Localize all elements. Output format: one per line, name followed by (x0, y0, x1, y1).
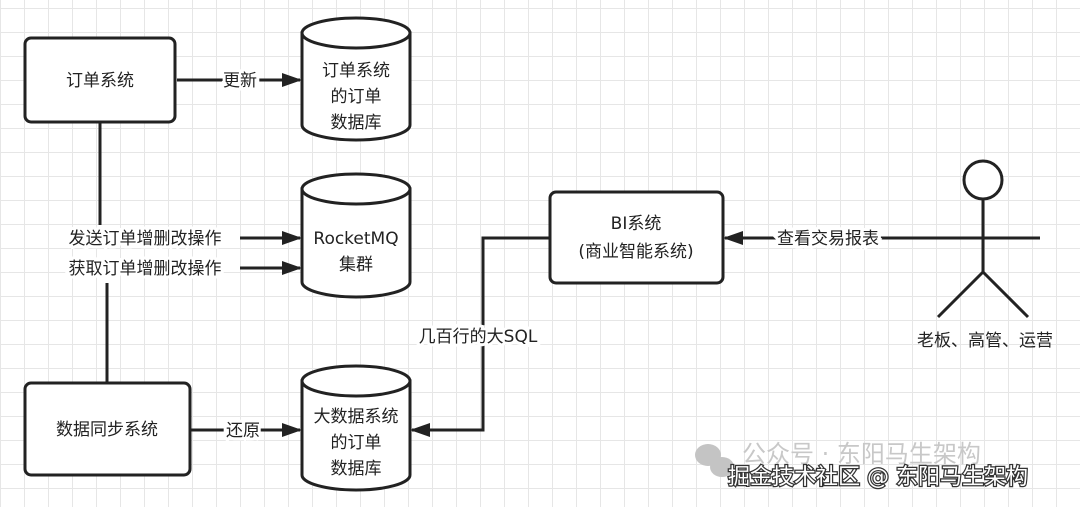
edge-restore-label: 还原 (226, 421, 260, 441)
order-system-box (23, 36, 177, 124)
watermark-wechat: 公众号 · 东阳马生架构 (742, 440, 981, 468)
bigdata-db-label-1: 大数据系统 (314, 407, 399, 427)
edge-send-label: 发送订单增删改操作 (69, 229, 222, 249)
sync-system-box (23, 381, 192, 477)
edge-fetch-label: 获取订单增删改操作 (69, 259, 222, 279)
actor-icon (930, 159, 1040, 319)
edge-sql-label: 几百行的大SQL (419, 327, 538, 347)
bigdata-db-label-2: 的订单 (331, 433, 382, 453)
bi-label-1: BI系统 (611, 214, 662, 234)
bi-label-2: (商业智能系统) (578, 242, 693, 262)
order-system-label: 订单系统 (66, 71, 134, 91)
order-db-label-3: 数据库 (331, 113, 382, 133)
mq-label-2: 集群 (339, 255, 373, 275)
sync-system-label: 数据同步系统 (56, 420, 158, 440)
edge-sql (410, 236, 550, 437)
mq-label-1: RocketMQ (313, 229, 398, 249)
edge-view-label: 查看交易报表 (777, 229, 879, 249)
wechat-icon (695, 444, 734, 477)
watermark-site: 掘金技术社区 @ 东阳马生架构 (728, 465, 1028, 490)
mq-cylinder (300, 172, 412, 299)
actor-label: 老板、高管、运营 (917, 331, 1053, 351)
edge-update-label: 更新 (223, 71, 257, 91)
bi-system-box (548, 190, 725, 285)
order-db-label-2: 的订单 (331, 87, 382, 107)
order-db-label-1: 订单系统 (322, 61, 390, 81)
order-db-cylinder (300, 16, 412, 142)
bigdata-db-label-3: 数据库 (331, 459, 382, 479)
bigdata-db-cylinder (300, 364, 412, 492)
